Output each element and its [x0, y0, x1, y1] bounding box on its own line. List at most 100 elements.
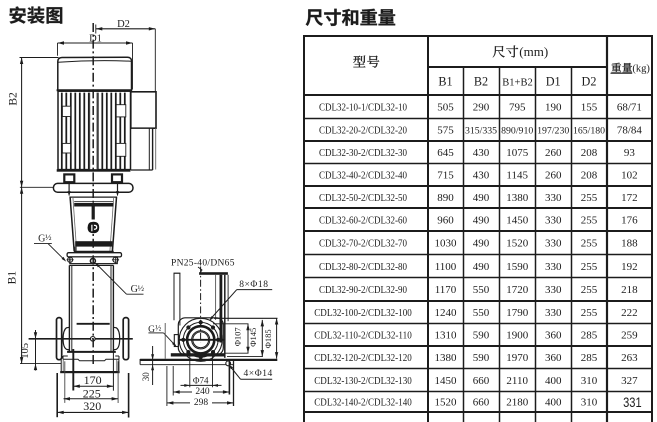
svg-text:327: 327: [621, 375, 638, 387]
svg-text:330: 330: [545, 214, 562, 226]
svg-text:CDL32-90-2/CDL32-90: CDL32-90-2/CDL32-90: [319, 284, 407, 296]
svg-text:B2: B2: [8, 92, 20, 106]
svg-text:G: G: [131, 284, 138, 295]
svg-text:255: 255: [581, 261, 598, 273]
svg-text:1145: 1145: [506, 170, 528, 182]
svg-text:320: 320: [83, 399, 101, 413]
svg-text:550: 550: [473, 284, 490, 296]
svg-text:Φ107: Φ107: [233, 327, 243, 346]
svg-text:1520: 1520: [506, 238, 529, 250]
svg-text:30: 30: [141, 372, 151, 382]
svg-text:298: 298: [194, 398, 209, 408]
svg-text:Φ74: Φ74: [193, 376, 209, 386]
svg-text:4×Φ14: 4×Φ14: [244, 369, 273, 379]
svg-text:260: 260: [545, 170, 562, 182]
svg-text:188: 188: [621, 238, 638, 250]
svg-text:(kg): (kg): [632, 64, 650, 75]
svg-text:715: 715: [437, 170, 454, 182]
svg-text:1075: 1075: [506, 147, 529, 159]
svg-text:645: 645: [437, 147, 454, 159]
svg-text:225: 225: [83, 387, 101, 401]
svg-text:PN25-40/DN65: PN25-40/DN65: [171, 259, 235, 269]
svg-text:590: 590: [473, 352, 490, 364]
svg-text:330: 330: [545, 307, 562, 319]
svg-text:CDL32-140-2/CDL32-140: CDL32-140-2/CDL32-140: [314, 397, 412, 409]
svg-text:505: 505: [437, 102, 454, 114]
svg-text:255: 255: [581, 238, 598, 250]
svg-text:G: G: [148, 325, 155, 335]
svg-text:360: 360: [545, 352, 562, 364]
svg-text:B2: B2: [474, 75, 488, 89]
svg-text:192: 192: [621, 261, 638, 273]
svg-text:1030: 1030: [435, 238, 458, 250]
svg-text:105: 105: [20, 343, 31, 359]
svg-text:259: 259: [621, 330, 638, 342]
svg-text:CDL32-10-1/CDL32-10: CDL32-10-1/CDL32-10: [319, 102, 407, 114]
svg-text:1240: 1240: [435, 307, 458, 319]
svg-text:575: 575: [437, 125, 454, 137]
svg-text:550: 550: [473, 307, 490, 319]
svg-text:1380: 1380: [506, 192, 529, 204]
svg-text:½: ½: [138, 283, 145, 293]
svg-text:330: 330: [545, 284, 562, 296]
svg-text:290: 290: [473, 102, 490, 114]
svg-text:78/84: 78/84: [617, 125, 643, 137]
svg-text:2110: 2110: [506, 375, 528, 387]
svg-text:D2: D2: [582, 75, 597, 89]
svg-text:260: 260: [545, 147, 562, 159]
svg-text:1310: 1310: [435, 330, 458, 342]
svg-text:1450: 1450: [435, 375, 458, 387]
svg-text:155: 155: [581, 102, 598, 114]
svg-text:315/335: 315/335: [465, 126, 497, 137]
svg-text:1380: 1380: [435, 352, 458, 364]
svg-text:8×Φ18: 8×Φ18: [239, 280, 268, 290]
svg-text:960: 960: [437, 214, 454, 226]
svg-text:330: 330: [545, 192, 562, 204]
svg-text:68/71: 68/71: [617, 102, 642, 114]
svg-text:172: 172: [621, 192, 638, 204]
svg-text:255: 255: [581, 192, 598, 204]
svg-text:490: 490: [473, 214, 490, 226]
svg-text:890/910: 890/910: [501, 126, 533, 137]
svg-text:Φ185: Φ185: [263, 329, 273, 348]
svg-text:CDL32-50-2/CDL32-50: CDL32-50-2/CDL32-50: [319, 192, 407, 204]
svg-text:1100: 1100: [435, 261, 457, 273]
svg-text:1900: 1900: [506, 330, 529, 342]
svg-text:CDL32-80-2/CDL32-80: CDL32-80-2/CDL32-80: [319, 261, 407, 273]
svg-text:660: 660: [473, 397, 490, 409]
svg-text:285: 285: [581, 330, 598, 342]
svg-text:255: 255: [581, 284, 598, 296]
svg-text:CDL32-120-2/CDL32-120: CDL32-120-2/CDL32-120: [314, 352, 412, 364]
svg-text:1720: 1720: [506, 284, 529, 296]
svg-text:360: 360: [545, 330, 562, 342]
svg-text:430: 430: [473, 170, 490, 182]
svg-text:197/230: 197/230: [537, 126, 569, 137]
svg-text:½: ½: [155, 323, 161, 332]
svg-text:176: 176: [621, 214, 638, 226]
svg-text:2180: 2180: [506, 397, 529, 409]
svg-text:890: 890: [437, 192, 454, 204]
svg-text:1970: 1970: [506, 352, 529, 364]
svg-text:490: 490: [473, 261, 490, 273]
svg-text:255: 255: [581, 214, 598, 226]
svg-text:285: 285: [581, 352, 598, 364]
svg-text:795: 795: [509, 102, 526, 114]
svg-text:208: 208: [581, 147, 598, 159]
svg-text:218: 218: [621, 284, 638, 296]
svg-text:1790: 1790: [506, 307, 529, 319]
svg-text:D1: D1: [546, 75, 561, 89]
svg-text:331: 331: [623, 394, 642, 410]
svg-text:263: 263: [621, 352, 638, 364]
svg-text:D1: D1: [89, 34, 102, 45]
svg-text:490: 490: [473, 238, 490, 250]
svg-text:93: 93: [624, 147, 636, 159]
svg-text:255: 255: [581, 307, 598, 319]
svg-text:165/180: 165/180: [573, 126, 605, 137]
svg-text:330: 330: [545, 261, 562, 273]
svg-text:102: 102: [621, 170, 638, 182]
svg-text:330: 330: [545, 238, 562, 250]
svg-text:G: G: [38, 234, 45, 245]
svg-text:(mm): (mm): [519, 44, 548, 59]
svg-text:400: 400: [545, 397, 562, 409]
svg-text:CDL32-20-2/CDL32-20: CDL32-20-2/CDL32-20: [319, 125, 407, 137]
